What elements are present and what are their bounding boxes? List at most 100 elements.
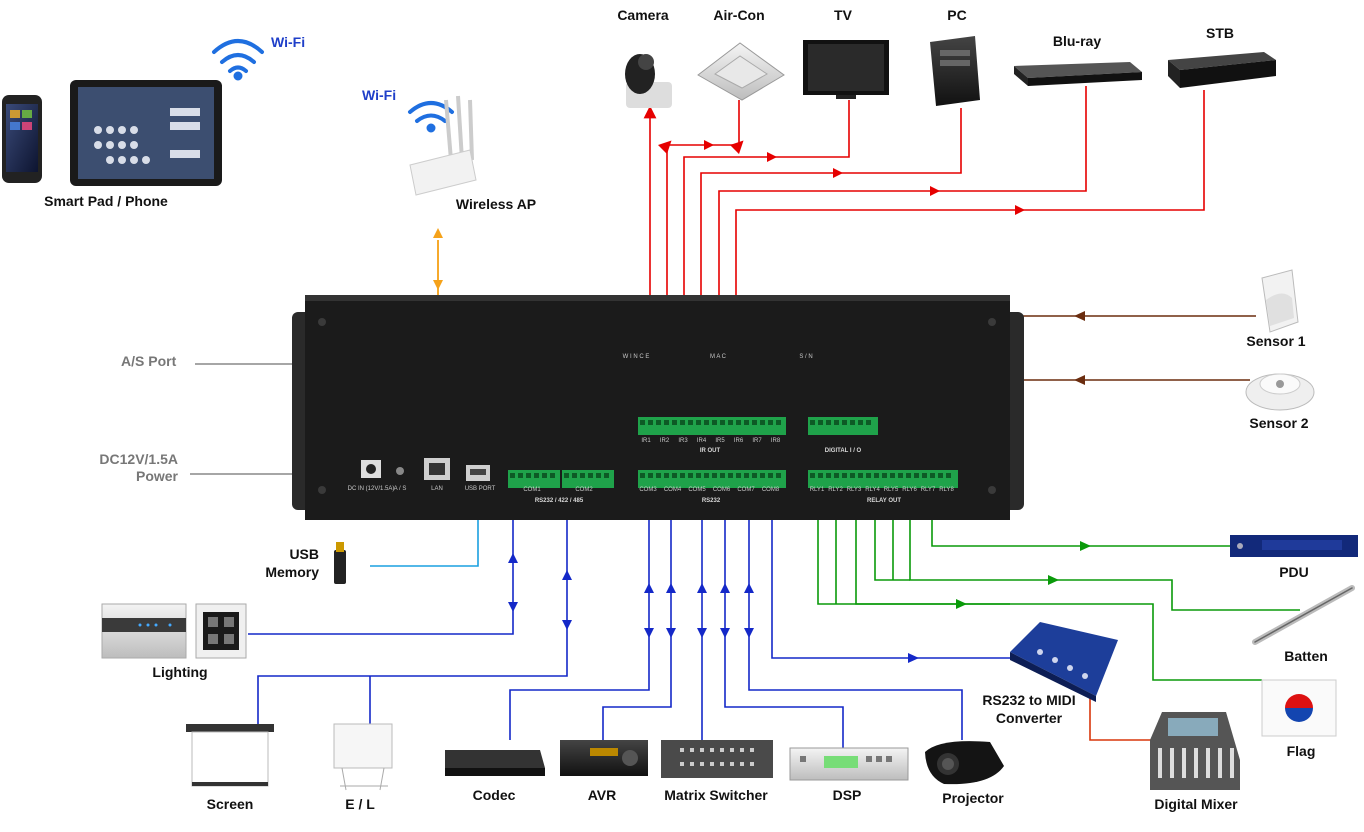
panel-header-left: W I N C E [622,354,650,360]
ir-port-label-5: IR6 [733,438,744,444]
rly-port-label-5: RLY6 [902,487,917,493]
batten-icon [1252,585,1355,645]
sensor-arrows [1074,311,1085,385]
dsp-label: DSP [832,787,862,803]
com1-terminal-block [508,470,560,488]
smart-pad-label: Smart Pad / Phone [44,193,168,209]
digital-mixer-label: Digital Mixer [1154,796,1238,812]
ir-port-label-0: IR1 [641,438,651,444]
ir-port-label-3: IR4 [696,438,707,444]
ir-port-label-6: IR7 [752,438,762,444]
panel-rs232: RS232 [701,498,721,504]
projector-label: Projector [942,790,1004,806]
avr-icon [560,740,648,776]
midi-label-line1: RS232 to MIDI [982,692,1076,708]
relay-terminal-block [808,470,958,488]
bluray-label: Blu-ray [1052,33,1102,49]
lighting-label: Lighting [152,664,208,680]
bluray-icon [1014,62,1142,86]
as-port-jack [396,467,404,475]
stb-label: STB [1206,25,1234,41]
midi-label-line2: Converter [995,710,1063,726]
panel-as: A / S [393,486,407,492]
com-port-label-1: COM4 [663,487,682,493]
aircon-label: Air-Con [713,7,765,23]
panel-header-mid: M A C [709,354,727,360]
rly-port-label-2: RLY3 [846,487,862,493]
usb-memory-icon [334,542,346,584]
dc-power-label-line2: Power [135,468,178,484]
ir-arrows [704,140,1025,215]
flag-label: Flag [1286,743,1316,759]
ir-port-label-4: IR5 [715,438,725,444]
rs232-terminal-block [638,470,786,488]
wifi-icon [212,39,264,81]
panel-com1: COM1 [523,487,541,493]
dc-power-label-line1: DC12V/1.5A [99,451,178,467]
smart-phone-icon [2,95,42,183]
com-port-label-3: COM6 [712,487,731,493]
com-port-label-5: COM8 [761,487,780,493]
codec-label: Codec [472,787,516,803]
digital-io-terminal-block [808,417,878,435]
digital-mixer-icon [1150,712,1240,790]
ir-port-label-2: IR3 [678,438,688,444]
com-port-label-0: COM3 [639,487,657,493]
rly-port-label-3: RLY4 [865,487,880,493]
panel-rs-multi: RS232 / 422 / 485 [534,498,584,504]
rly-port-label-6: RLY7 [920,487,936,493]
usb-label-line2: Memory [265,564,319,580]
screen-label: Screen [206,796,254,812]
el-icon [333,723,393,791]
panel-dc-in: DC IN (12V/1.5A) [347,486,395,492]
midi-converter-icon [1010,622,1118,702]
batten-label: Batten [1284,648,1328,664]
pc-label: PC [947,7,967,23]
matrix-switcher-icon [661,740,773,778]
ir-link-tv [683,100,850,415]
com-port-label-2: COM5 [688,487,706,493]
el-label: E / L [345,796,375,812]
as-port-label: A/S Port [121,353,177,369]
relay-arrows [956,541,1091,609]
controller-unit [292,295,1024,520]
panel-lan: LAN [431,486,443,492]
usb-label-line1: USB [289,546,319,562]
ir-link-aircon [657,100,744,415]
wireless-ap-label: Wireless AP [455,196,537,212]
projector-icon [925,741,1004,785]
panel-com2: COM2 [575,487,593,493]
aircon-icon [697,42,785,101]
stb-icon [1168,52,1276,88]
camera-icon [625,54,672,108]
smart-pad-icon [70,80,222,186]
sensor1-icon [1261,269,1299,333]
lighting-panel-icon [101,603,247,659]
pdu-label: PDU [1279,564,1309,580]
dsp-icon [789,747,909,781]
tv-label: TV [834,7,852,23]
flag-icon [1261,679,1337,737]
sensor2-label: Sensor 2 [1249,415,1309,431]
panel-digital-io: DIGITAL I / O [824,448,862,454]
matrix-switcher-label: Matrix Switcher [664,787,768,803]
pdu-icon [1230,535,1358,557]
ir-link-pc [700,108,962,415]
pc-icon [930,36,980,106]
panel-relay-out: RELAY OUT [866,498,902,504]
panel-usb-port: USB PORT [464,486,496,492]
camera-label: Camera [617,7,669,23]
sensor2-icon [1245,373,1315,411]
rly-port-label-7: RLY8 [939,487,954,493]
rs232-links [248,494,1010,748]
com-port-label-4: COM7 [737,487,755,493]
ir-terminal-block [638,417,786,435]
sensor1-label: Sensor 1 [1246,333,1306,349]
wireless-ap-icon [409,95,477,196]
com2-terminal-block [562,470,614,488]
rly-port-label-0: RLY1 [809,487,825,493]
wifi-ap-label: Wi-Fi [362,87,397,103]
rs232-arrows [508,553,919,663]
panel-ir-out: IR OUT [699,448,721,454]
